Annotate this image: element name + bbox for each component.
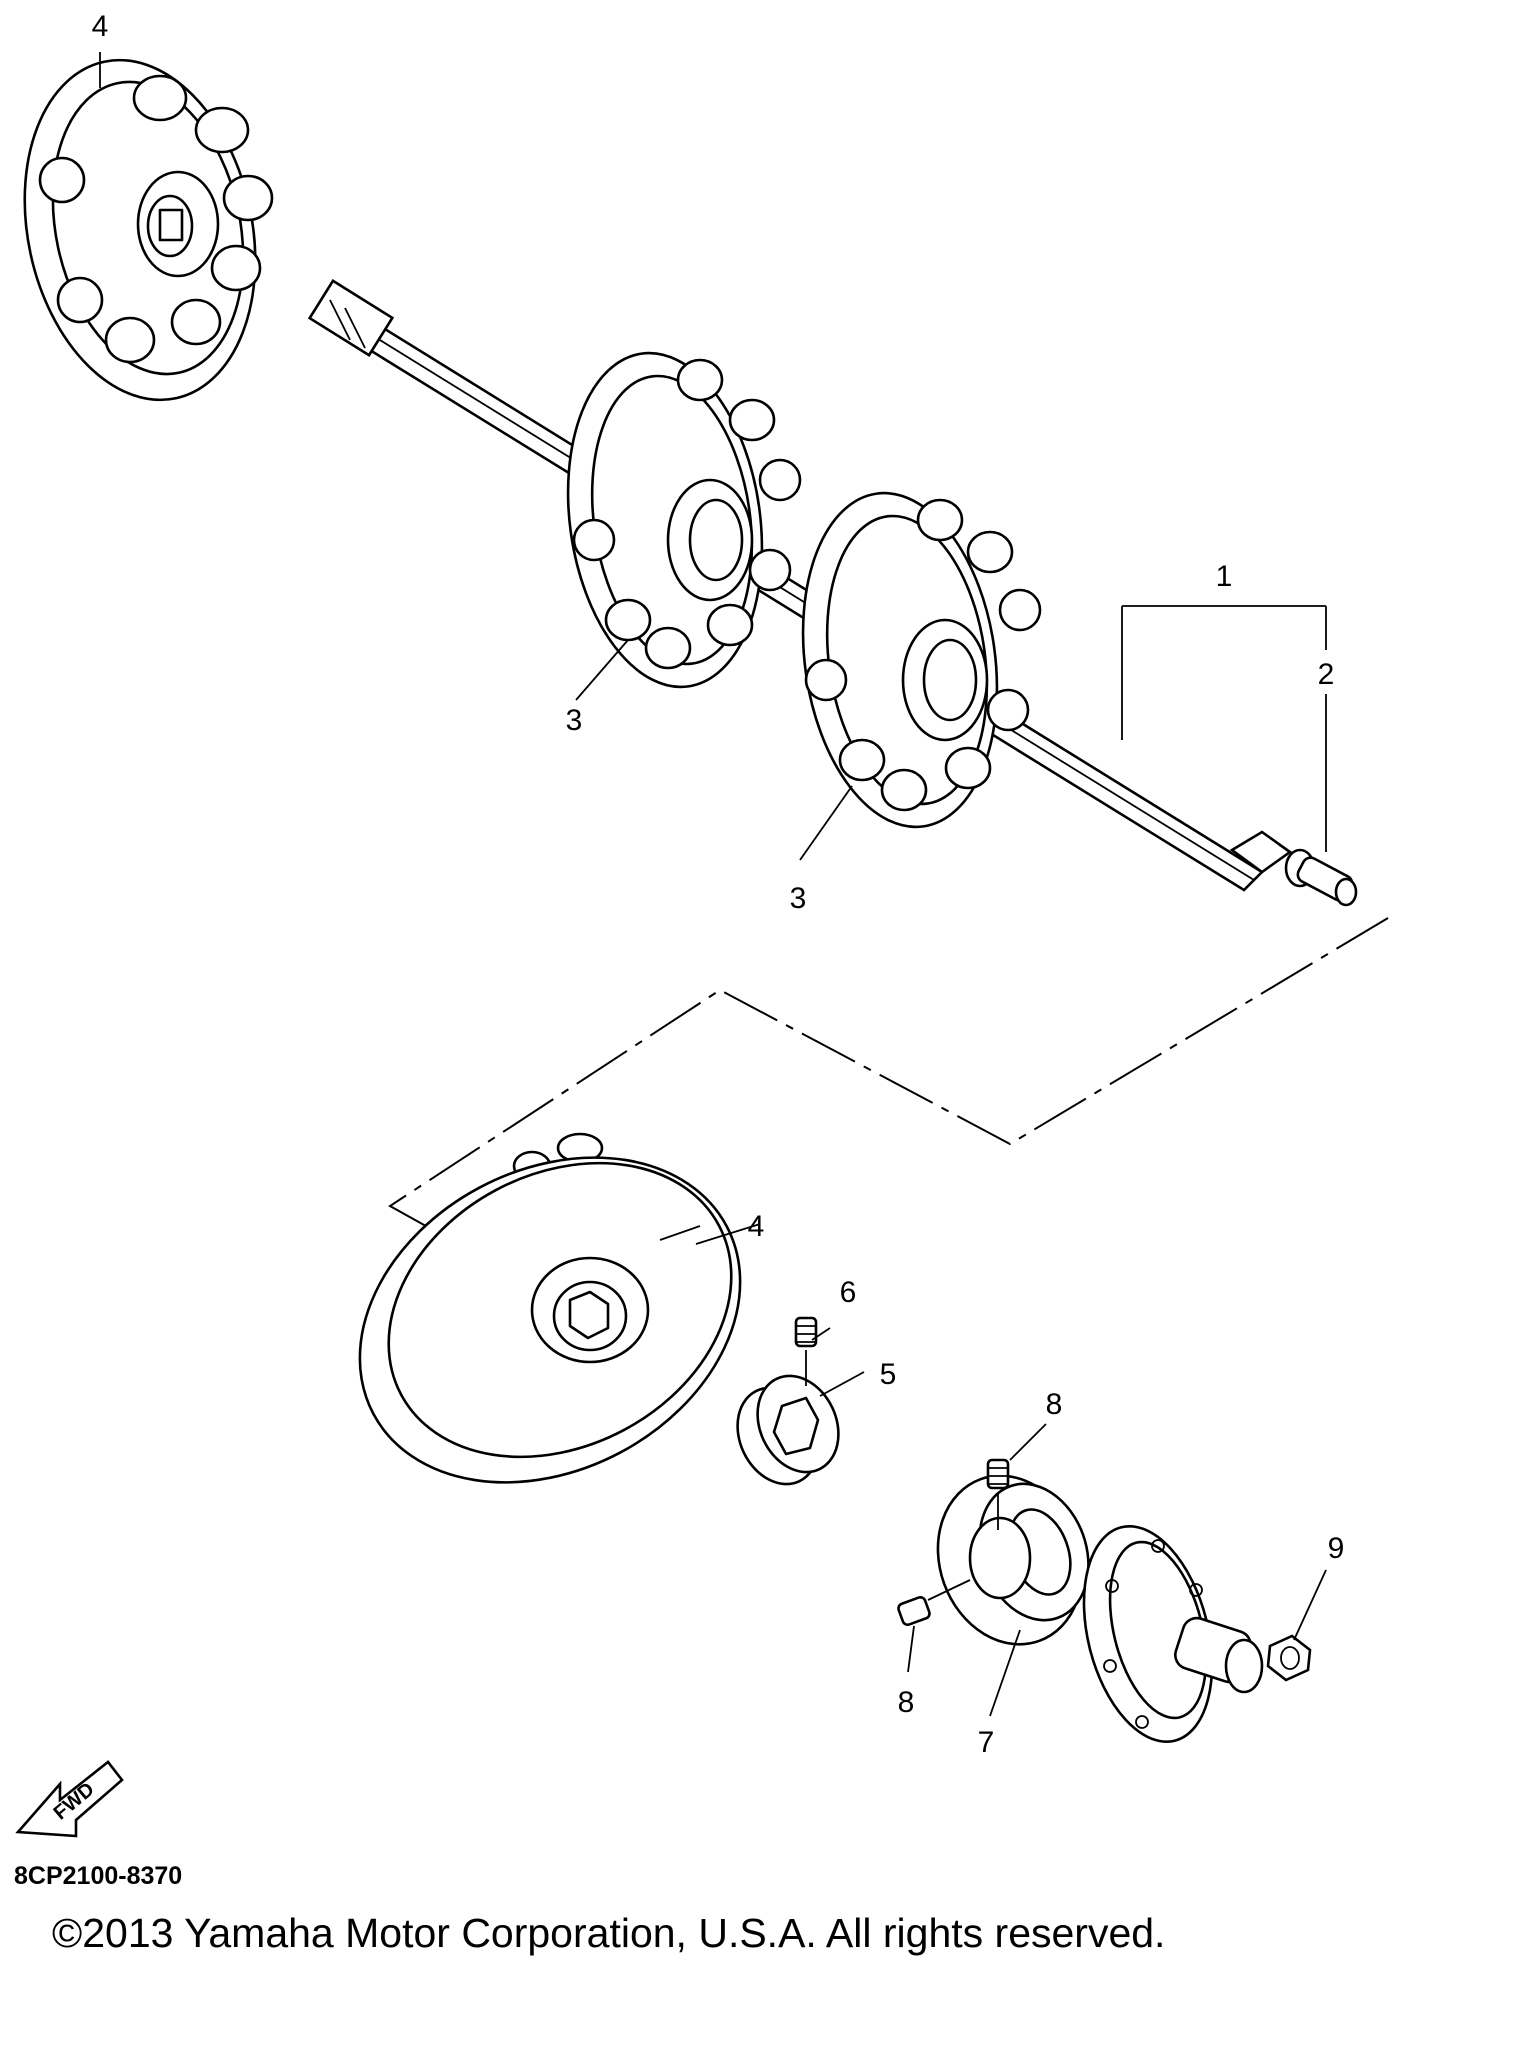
callout-5: 5 [880, 1358, 897, 1391]
callout-7: 7 [978, 1726, 995, 1759]
callout-4-upper: 4 [92, 10, 109, 43]
set-screw-8-upper [986, 1458, 1010, 1530]
sprocket-middle-1 [566, 351, 802, 689]
callout-9: 9 [1328, 1532, 1345, 1565]
callout-2: 2 [1318, 658, 1335, 691]
callout-1: 1 [1216, 560, 1233, 593]
collar [736, 1374, 840, 1486]
bearing [936, 1474, 1090, 1646]
callout-3-left: 3 [566, 704, 583, 737]
copyright-notice: ©2013 Yamaha Motor Corporation, U.S.A. A… [52, 1910, 1166, 1956]
sprocket-wheel-upper [23, 58, 274, 402]
part-code: 8CP2100-8370 [14, 1862, 183, 1890]
callout-8-lower: 8 [898, 1686, 915, 1719]
leader-lines [99, 52, 1327, 1717]
callout-3-right: 3 [790, 882, 807, 915]
nut [1266, 1634, 1312, 1682]
callout-8-upper: 8 [1046, 1388, 1063, 1421]
callout-6: 6 [840, 1276, 857, 1309]
callout-numbers: 1 2 3 3 4 4 5 6 7 8 8 9 [92, 10, 1345, 1759]
set-screw-8-lower [897, 1579, 971, 1627]
fwd-arrow-icon: FWD [15, 1760, 124, 1838]
hub-flange [1082, 1524, 1264, 1744]
sprocket-middle-2 [801, 491, 1042, 829]
sprocket-wheel-lower [358, 1132, 742, 1484]
callout-4-lower: 4 [748, 1210, 765, 1243]
shaft-bushing [1296, 856, 1358, 907]
set-screw-6 [794, 1316, 818, 1386]
callout-bracket-1 [1121, 605, 1327, 852]
